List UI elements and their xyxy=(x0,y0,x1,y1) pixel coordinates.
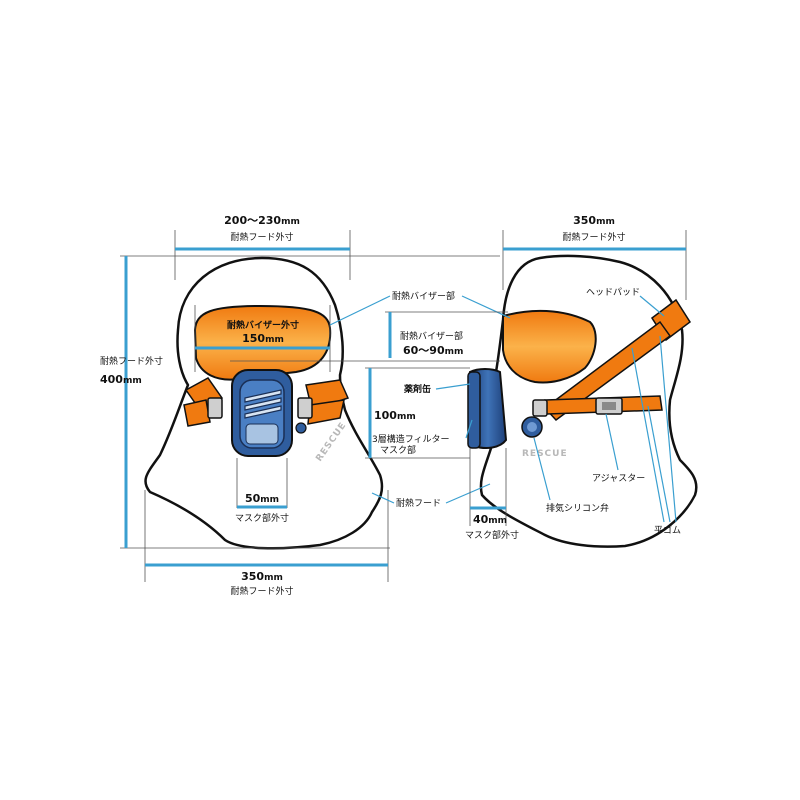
flat-rubber-lead-2 xyxy=(647,405,671,523)
visor-height-label: 60〜90mm xyxy=(403,344,463,357)
front-top-width-caption: 耐熱フード外寸 xyxy=(230,231,293,243)
front-height-unit: mm xyxy=(123,376,142,386)
front-dimensions: 200〜230mm 耐熱フード外寸 耐熱フード外寸 400mm 耐熱バイザー外寸… xyxy=(100,214,500,597)
adjuster-lead xyxy=(605,413,619,471)
mask-height-label: 100mm xyxy=(374,409,416,422)
side-strap-clip xyxy=(532,399,548,417)
filter-label: 3層構造フィルター xyxy=(372,433,450,445)
visor-callout-label: 耐熱バイザー部 xyxy=(392,290,455,302)
exhaust-valve-lead xyxy=(533,437,551,501)
hood-lead-right xyxy=(445,483,491,504)
side-visor xyxy=(502,309,597,384)
side-top-width-value: 350 xyxy=(573,214,596,227)
side-adjuster-slot xyxy=(602,402,616,410)
headpad-lead xyxy=(639,295,665,317)
front-valve xyxy=(295,422,307,434)
front-bottom-width-label: 350mm xyxy=(241,570,283,583)
side-top-width-caption: 耐熱フード外寸 xyxy=(562,231,625,243)
hood-lead-left xyxy=(371,492,395,504)
front-bottom-width-caption: 耐熱フード外寸 xyxy=(230,585,293,597)
side-top-width-label: 350mm xyxy=(573,214,615,227)
front-bottom-width-unit: mm xyxy=(264,573,283,583)
side-exhaust-valve-inner xyxy=(527,422,537,432)
front-visor-width-unit: mm xyxy=(265,335,284,345)
visor-callout-lead-left xyxy=(329,295,391,326)
mask-part-label: マスク部 xyxy=(380,444,416,456)
side-watermark: RESCUE xyxy=(522,449,568,459)
front-buckle-left xyxy=(207,397,223,419)
side-mask-depth-value: 40 xyxy=(473,513,489,526)
front-top-width-value: 200〜230 xyxy=(224,214,281,227)
front-height-caption: 耐熱フード外寸 xyxy=(100,355,163,367)
hood-label: 耐熱フード xyxy=(396,497,441,509)
front-visor-width-caption: 耐熱バイザー外寸 xyxy=(227,319,299,331)
front-height-label: 400mm xyxy=(100,373,142,386)
front-top-width-label: 200〜230mm xyxy=(224,214,300,227)
side-canister-face xyxy=(467,371,481,449)
side-mask-depth-caption: マスク部外寸 xyxy=(465,529,519,541)
side-mask-depth-label: 40mm xyxy=(473,513,507,526)
flat-rubber-lead-3 xyxy=(659,335,677,523)
front-visor-width-value: 150 xyxy=(242,332,265,345)
front-visor-width-label: 150mm xyxy=(242,332,284,345)
front-mask-mesh xyxy=(245,423,279,445)
front-hood: RESCUE xyxy=(144,256,384,550)
front-mask-slats xyxy=(244,389,282,419)
visor-height-caption: 耐熱バイザー部 xyxy=(400,330,463,342)
mask-height-value: 100 xyxy=(374,409,397,422)
side-dimensions: 350mm 耐熱フード外寸 ヘッドパッド アジャスター 排気シリコン弁 平ゴム … xyxy=(465,214,687,541)
side-top-width-unit: mm xyxy=(596,217,615,227)
center-callouts: 耐熱バイザー部 耐熱バイザー部 60〜90mm 薬剤缶 100mm 3層構造フィ… xyxy=(329,290,511,509)
front-mask-width-label: 50mm xyxy=(245,492,279,505)
front-mask-width-unit: mm xyxy=(260,495,279,505)
canister-label: 薬剤缶 xyxy=(404,383,431,395)
flat-rubber-label: 平ゴム xyxy=(654,524,681,536)
adjuster-label: アジャスター xyxy=(592,473,645,484)
side-mask-depth-unit: mm xyxy=(488,516,507,526)
filter-lead xyxy=(465,419,473,439)
visor-height-unit: mm xyxy=(445,347,464,357)
headpad-label: ヘッドパッド xyxy=(586,287,640,298)
canister-lead xyxy=(435,383,471,390)
visor-height-value: 60〜90 xyxy=(403,344,445,357)
mask-height-unit: mm xyxy=(397,412,416,422)
front-height-value: 400 xyxy=(100,373,123,386)
front-buckle-right xyxy=(297,397,313,419)
front-bottom-width-value: 350 xyxy=(241,570,264,583)
front-mask-width-caption: マスク部外寸 xyxy=(235,512,289,524)
side-hood: RESCUE xyxy=(467,254,698,548)
front-top-width-unit: mm xyxy=(281,217,300,227)
front-mask-width-value: 50 xyxy=(245,492,261,505)
front-strap-left-2 xyxy=(183,399,211,427)
side-strap-diagonal xyxy=(543,320,672,422)
visor-callout-lead-right xyxy=(461,295,511,319)
flat-rubber-lead-1 xyxy=(631,347,665,523)
exhaust-valve-label: 排気シリコン弁 xyxy=(546,502,609,514)
